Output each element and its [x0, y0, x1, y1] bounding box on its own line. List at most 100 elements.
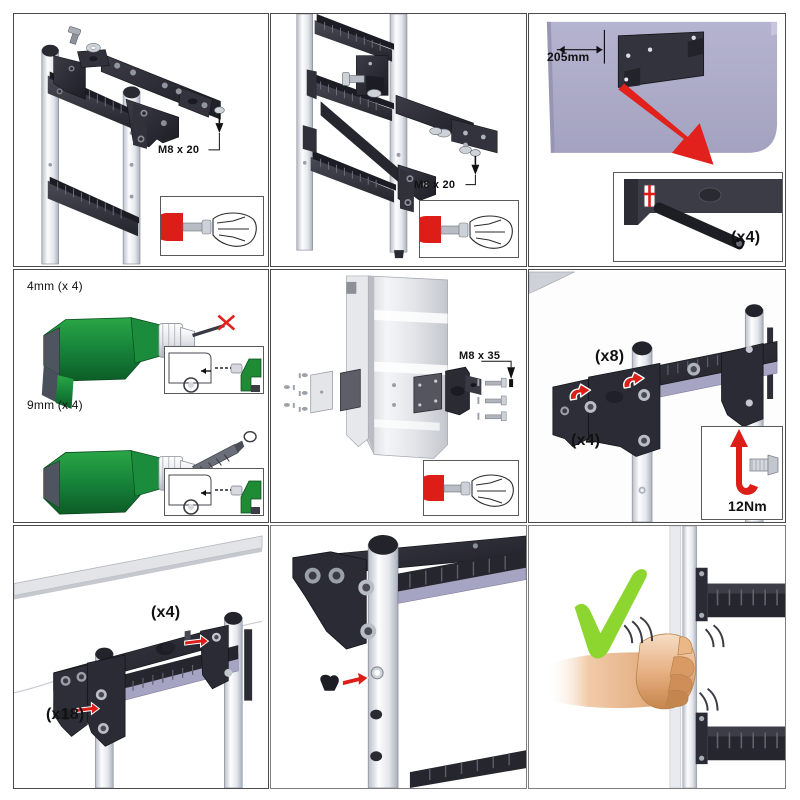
- plug-cap-upper: [161, 642, 176, 653]
- mount-bracket-triangular: [292, 551, 377, 650]
- hand-tool-inset: [423, 460, 519, 516]
- panel-3-illustration: [546, 21, 778, 165]
- ladder-rung-lower: [47, 176, 140, 237]
- red-cross-mark-4mm: [217, 314, 236, 331]
- van-rear-with-drill-icon: [168, 352, 262, 393]
- panel-7-fit-top-crossbar-and-caps: (x4) (x18): [13, 525, 269, 789]
- bolt-upper-plate: [342, 72, 382, 98]
- leader-line-m8x35: [481, 360, 512, 368]
- quantity-callout-x8: (x8): [595, 348, 625, 365]
- hand-tool-inset: [160, 196, 264, 256]
- panel-3-door-bracket-position-measurement: 205mm (x4): [528, 13, 786, 267]
- drill-bit-callout-9mm: 9mm (x 4): [27, 398, 83, 412]
- panel-6-tighten-bracket-bolts: (x8) (x4) 12Nm: [528, 269, 786, 523]
- panel-5-door-plate-sandwich-exploded-view: M8 x 35: [270, 269, 527, 523]
- leader-line-m8x20: [465, 174, 476, 186]
- fastener-callout-m8x35: M8 x 35: [459, 350, 501, 362]
- red-rotation-arrow-with-bolt-icon: [730, 429, 779, 495]
- dimension-callout-205mm: 205mm: [547, 50, 590, 64]
- mount-bracket-centre: [125, 98, 179, 149]
- ladder-diagonal-brace: [320, 101, 406, 189]
- mini-drill: [215, 358, 262, 392]
- callout-bolt-m8x20: [214, 106, 225, 134]
- red-rotation-arrow-right: [623, 371, 645, 389]
- panel-8-illustration: [292, 534, 526, 788]
- hand-tool-inset: [419, 200, 519, 258]
- callout-bolt-m8x20: [470, 149, 481, 175]
- leader-line-m8x20: [208, 133, 220, 151]
- red-insert-arrow-upper: [184, 634, 210, 649]
- plug-cap: [320, 674, 339, 691]
- ladder-stile: [367, 534, 399, 788]
- red-zoom-arrow: [618, 83, 714, 165]
- panel-5-illustration: [283, 275, 516, 459]
- green-check-icon: [574, 569, 647, 659]
- vehicle-roof-band: [14, 535, 263, 600]
- torque-callout-12nm: 12Nm: [728, 498, 767, 514]
- vehicle-roof-edge: [529, 271, 575, 295]
- red-insert-arrow: [341, 670, 370, 687]
- red-rotation-arrow-left: [569, 383, 592, 401]
- motion-lines-icon: [623, 616, 725, 711]
- hand-with-red-wrench-icon: [161, 212, 257, 247]
- drill-tool-4mm: [41, 317, 225, 409]
- hand-with-red-wrench-icon: [424, 474, 514, 507]
- van-rear-drill-inset-top: [164, 346, 264, 394]
- fastener-callout-m8x20: M8 x 20: [158, 144, 200, 156]
- panel-1-illustration: [41, 26, 225, 265]
- door-bracket-plate: [617, 31, 705, 88]
- loose-fasteners-left: [283, 373, 308, 412]
- marker-pen: [653, 202, 745, 250]
- torque-detail-inset: [701, 426, 783, 520]
- dimension-line-205mm: [556, 29, 606, 64]
- mount-bracket-left: [53, 654, 126, 747]
- quantity-callout-x18: (x18): [46, 706, 85, 723]
- roof-rail-bar: [395, 94, 498, 154]
- tread-rail-lower: [409, 750, 526, 788]
- panel-8-insert-plug-into-stile-hole-detail: [270, 525, 527, 789]
- fastener-callout-m8x20: M8 x 20: [414, 179, 456, 191]
- van-rear-drill-inset-bottom: [164, 468, 264, 516]
- plug-cap-lower: [58, 709, 73, 721]
- hand-with-red-wrench-icon: [420, 215, 513, 249]
- ladder-rung-lower: [695, 712, 785, 765]
- panel-4-drilling-pilot-and-clearance-holes: 4mm (x 4) 9mm (x 4): [13, 269, 269, 523]
- van-door-body: [346, 275, 449, 459]
- quantity-callout-x4: (x4): [151, 604, 181, 621]
- van-rear-with-drill-icon: [168, 474, 262, 515]
- drill-bit-callout-4mm: 4mm (x 4): [27, 279, 83, 293]
- marker-pen-on-bracket-icon: [624, 179, 782, 250]
- ladder-stile-right: [389, 14, 408, 259]
- rear-plate-upper: [356, 55, 389, 96]
- exploded-backing-plates: [310, 368, 361, 414]
- forearm: [546, 652, 664, 709]
- panel-9-illustration: [546, 526, 785, 788]
- tread-rail-upper: [397, 549, 526, 604]
- drill-bit-9mm: [192, 440, 245, 475]
- mount-bracket-right: [687, 342, 764, 428]
- quantity-callout-x4: (x4): [571, 432, 601, 449]
- mount-bracket-left: [53, 55, 86, 100]
- hole-indicator-9mm: [243, 431, 257, 443]
- panel-1-ladder-bracket-to-rail-assembly: M8 x 20: [13, 13, 269, 267]
- callout-bolt-m8x35: [507, 367, 516, 388]
- loose-bolts-right: [477, 377, 507, 422]
- panel-2-illustration: [296, 14, 498, 259]
- mount-bracket-right: [200, 624, 233, 690]
- mini-drill: [215, 480, 262, 514]
- exploded-front-plates: [413, 366, 482, 416]
- ladder-rung-upper: [695, 567, 785, 622]
- ladder-stile-left: [41, 44, 60, 265]
- rear-rail-strip: [244, 629, 253, 701]
- mount-bracket-left: [302, 69, 317, 153]
- loose-bolt-top: [68, 26, 81, 45]
- marking-detail-inset: [613, 172, 783, 262]
- gripping-hand: [635, 633, 697, 710]
- roof-rail-bar: [77, 49, 221, 120]
- mount-bracket-left: [552, 362, 661, 457]
- ladder-rung-middle: [310, 73, 395, 122]
- mount-bracket-bottom: [397, 164, 437, 213]
- red-insert-arrow-lower: [75, 701, 101, 716]
- ladder-rung-top: [314, 14, 395, 62]
